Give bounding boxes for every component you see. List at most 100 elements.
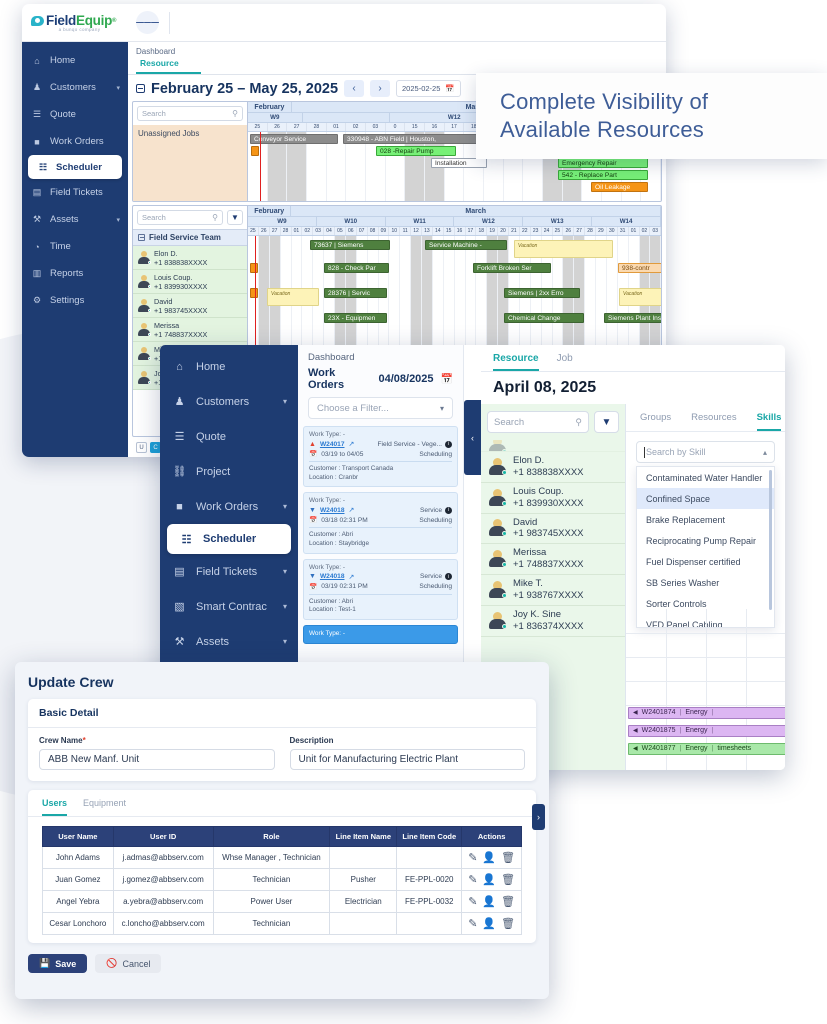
cancel-button[interactable]: 🚫 Cancel: [95, 954, 162, 973]
sidebar-item-work-orders[interactable]: ■Work Orders: [22, 128, 128, 155]
gantt-bar[interactable]: [250, 263, 258, 273]
work-order-bar[interactable]: ◀W2401874|Energy|: [628, 707, 785, 719]
tab-job[interactable]: Job: [556, 353, 573, 364]
tab-groups[interactable]: Groups: [640, 412, 672, 423]
gantt-bar[interactable]: Siemens | 2xx Erro: [504, 288, 580, 298]
gantt-bar[interactable]: Vacation: [514, 240, 613, 258]
dashboard-sidebar-item-scheduler[interactable]: ☷Scheduler: [167, 524, 291, 554]
skill-option[interactable]: Brake Replacement: [646, 514, 726, 525]
sidebar-item-reports[interactable]: ▥Reports: [22, 260, 128, 287]
tab-users[interactable]: Users: [42, 798, 68, 816]
dashboard-sidebar-item-customers[interactable]: ♟Customers▾: [160, 384, 298, 419]
gantt-bar[interactable]: [251, 146, 259, 156]
resource-row[interactable]: [481, 440, 625, 452]
work-order-link[interactable]: W24017: [319, 440, 345, 448]
panel-expand-button[interactable]: ›: [532, 804, 545, 830]
work-order-card[interactable]: Work Type: -▲W24017↗Field Service - Vege…: [303, 426, 458, 488]
resource-row[interactable]: Elon D.+1 838838XXXX: [133, 246, 247, 270]
gantt-bar[interactable]: Vacation: [267, 288, 319, 306]
prev-period-button[interactable]: ‹: [344, 80, 365, 97]
dashboard-sidebar-item-home[interactable]: ⌂Home: [160, 349, 298, 384]
resource-row[interactable]: Elon D.+1 838838XXXX: [481, 452, 625, 483]
work-order-bar[interactable]: ◀W2401877|Energy|timesheets: [628, 743, 785, 755]
filter-icon[interactable]: ▼: [227, 210, 243, 225]
gantt-bar[interactable]: Service Machine -: [425, 240, 507, 250]
sidebar-item-quote[interactable]: ☰Quote: [22, 101, 128, 128]
edit-icon[interactable]: ✎: [468, 874, 478, 886]
dashboard-sidebar-item-quote[interactable]: ☰Quote: [160, 419, 298, 454]
dashboard-sidebar-item-assets[interactable]: ⚒Assets▾: [160, 624, 298, 659]
gantt-bar[interactable]: 542 - Replace Part: [558, 170, 648, 180]
filter-dropdown[interactable]: Choose a Filter... ▾: [308, 397, 453, 419]
delete-icon[interactable]: 🗑: [501, 918, 516, 930]
sidebar-item-assets[interactable]: ⚒Assets▾: [22, 206, 128, 233]
edit-icon[interactable]: ✎: [468, 896, 478, 908]
skill-search-input[interactable]: Search by Skill ▴: [636, 441, 775, 463]
external-link-icon[interactable]: ↗: [348, 507, 355, 515]
skill-option[interactable]: Confined Space: [637, 488, 774, 509]
gantt-bar[interactable]: Forklift Broken Ser: [473, 263, 551, 273]
resource-row[interactable]: Joy K. Sine+1 836374XXXX: [481, 606, 625, 637]
sidebar-item-settings[interactable]: ⚙Settings: [22, 287, 128, 314]
dashboard-sidebar-item-work-orders[interactable]: ■Work Orders▾: [160, 489, 298, 524]
work-order-bar[interactable]: ◀W2401875|Energy|: [628, 725, 785, 737]
footer-button-u[interactable]: U: [136, 442, 147, 453]
user-icon[interactable]: 👤: [482, 852, 497, 864]
resource-row[interactable]: Merissa+1 748837XXXX: [133, 318, 247, 342]
gantt-bar[interactable]: [250, 288, 258, 298]
dashboard-sidebar-item-project[interactable]: ⛓Project: [160, 454, 298, 489]
resource-row[interactable]: Merissa+1 748837XXXX: [481, 544, 625, 575]
edit-icon[interactable]: ✎: [468, 918, 478, 930]
delete-icon[interactable]: 🗑: [501, 852, 516, 864]
gantt-bar[interactable]: Oil Leakage: [591, 182, 648, 192]
gantt-bar[interactable]: Installation: [431, 158, 487, 168]
resource-row[interactable]: David+1 983745XXXX: [481, 514, 625, 545]
sidebar-item-field-tickets[interactable]: ▤Field Tickets: [22, 179, 128, 206]
gantt-bar[interactable]: 938-contr: [618, 263, 661, 273]
tab-skills[interactable]: Skills: [756, 412, 782, 431]
next-period-button[interactable]: ›: [370, 80, 391, 97]
work-order-link[interactable]: W24018: [319, 573, 345, 581]
external-link-icon[interactable]: ↗: [348, 441, 355, 448]
calendar-icon[interactable]: 📅: [440, 373, 453, 385]
gantt-bar[interactable]: Conveyor Service: [250, 134, 338, 144]
collapse-icon[interactable]: [136, 84, 145, 93]
gantt-bar[interactable]: Vacation: [619, 288, 661, 306]
sidebar-item-scheduler[interactable]: ☷Scheduler: [28, 155, 122, 179]
skill-option[interactable]: Sorter Controls: [646, 598, 707, 609]
work-order-card[interactable]: Work Type: -: [303, 624, 458, 644]
dashboard-sidebar-item-field-tickets[interactable]: ▤Field Tickets▾: [160, 554, 298, 589]
gantt-bar[interactable]: Siemens Plant Ins: [604, 313, 661, 323]
gantt-bar[interactable]: 828 - Check Par: [324, 263, 389, 273]
resource-row[interactable]: Louis Coup.+1 839930XXXX: [133, 270, 247, 294]
filter-icon[interactable]: ▼: [594, 411, 619, 433]
skill-option[interactable]: Reciprocating Pump Repair: [646, 535, 757, 546]
team-group-header[interactable]: Field Service Team: [133, 229, 247, 246]
resource-row[interactable]: Mike T.+1 938767XXXX: [481, 575, 625, 606]
user-icon[interactable]: 👤: [482, 918, 497, 930]
save-button[interactable]: 💾 Save: [28, 954, 88, 973]
delete-icon[interactable]: 🗑: [501, 896, 516, 908]
panel-collapse-button[interactable]: ‹: [464, 400, 481, 475]
delete-icon[interactable]: 🗑: [501, 874, 516, 886]
skill-option[interactable]: VFD Panel Cabling: [646, 619, 723, 628]
date-picker[interactable]: 2025-02-25 📅: [396, 80, 461, 97]
unassigned-search-input[interactable]: Search ⚲: [137, 106, 243, 121]
gantt-bar[interactable]: 23X - Equipmen: [324, 313, 387, 323]
tab-equipment[interactable]: Equipment: [83, 798, 127, 808]
dashboard-search-input[interactable]: Search ⚲: [487, 411, 589, 433]
sidebar-item-time[interactable]: ◔Time: [22, 233, 128, 260]
gantt-bar[interactable]: Emergency Repair: [558, 158, 648, 168]
gantt-bar[interactable]: 028 -Repair Pump: [376, 146, 456, 156]
gantt-bar[interactable]: Chemical Change: [504, 313, 584, 323]
scrollbar[interactable]: [769, 470, 772, 610]
skill-option[interactable]: Contaminated Water Handler: [646, 472, 763, 483]
skill-option[interactable]: Fuel Dispenser certified: [646, 556, 741, 567]
external-link-icon[interactable]: ↗: [348, 573, 355, 581]
dashboard-sidebar-item-smart-contrac[interactable]: ▧Smart Contrac▾: [160, 589, 298, 624]
sidebar-item-customers[interactable]: ♟Customers▾: [22, 74, 128, 101]
